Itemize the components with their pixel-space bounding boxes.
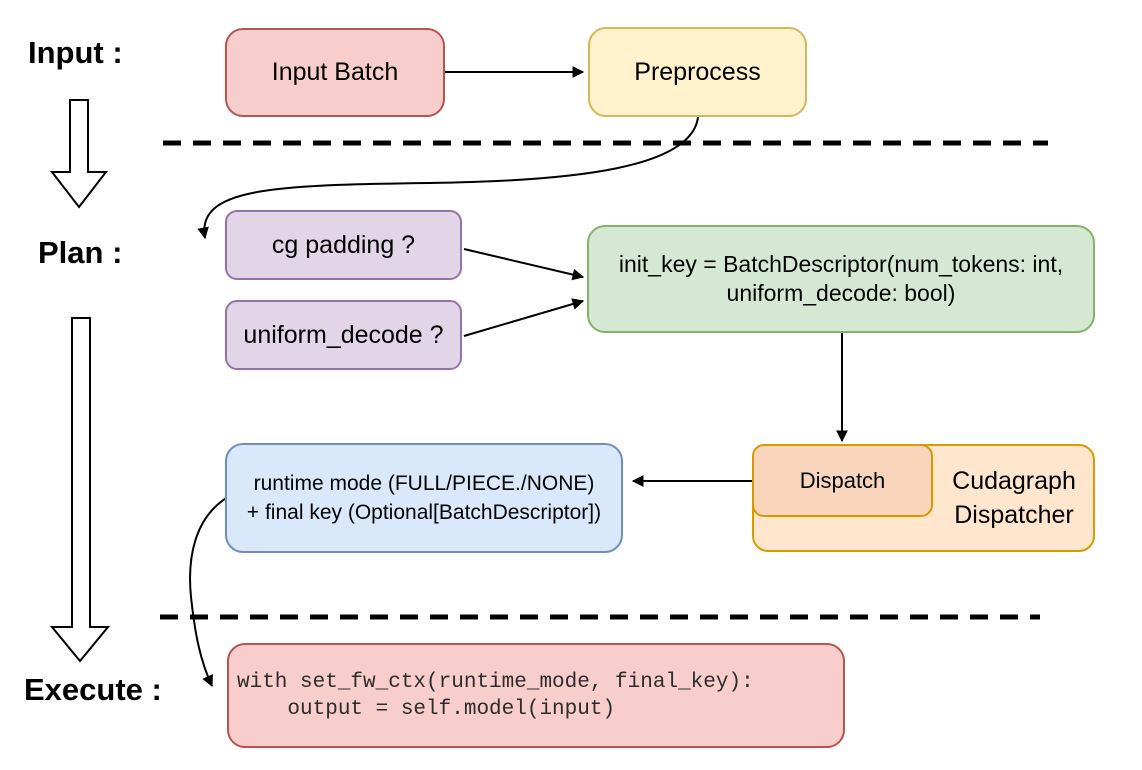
node-uniform-decode: uniform_decode ? [225, 300, 462, 370]
node-init-key: init_key = BatchDescriptor(num_tokens: i… [587, 225, 1095, 333]
node-dispatch: Dispatch [752, 444, 933, 517]
node-runtime-mode: runtime mode (FULL/PIECE./NONE) + final … [225, 443, 623, 553]
node-preprocess: Preprocess [588, 27, 807, 117]
node-cg-padding: cg padding ? [225, 210, 462, 280]
stage-label-execute: Execute : [24, 672, 162, 707]
arrow-uniform-decode-to-init-key [463, 298, 585, 337]
input-to-plan-block-arrow [49, 99, 109, 209]
arrow-runtime-mode-to-execute-code [189, 496, 229, 688]
node-input-batch: Input Batch [225, 28, 445, 117]
cudagraph-dispatcher-label: Cudagraph Dispatcher [952, 467, 1076, 529]
stage-label-plan: Plan : [38, 235, 123, 270]
arrow-cg-padding-to-init-key [463, 248, 585, 281]
plan-to-execute-block-arrow [49, 317, 111, 663]
stage-label-input: Input : [28, 35, 123, 70]
node-execute-code: with set_fw_ctx(runtime_mode, final_key)… [227, 643, 845, 748]
